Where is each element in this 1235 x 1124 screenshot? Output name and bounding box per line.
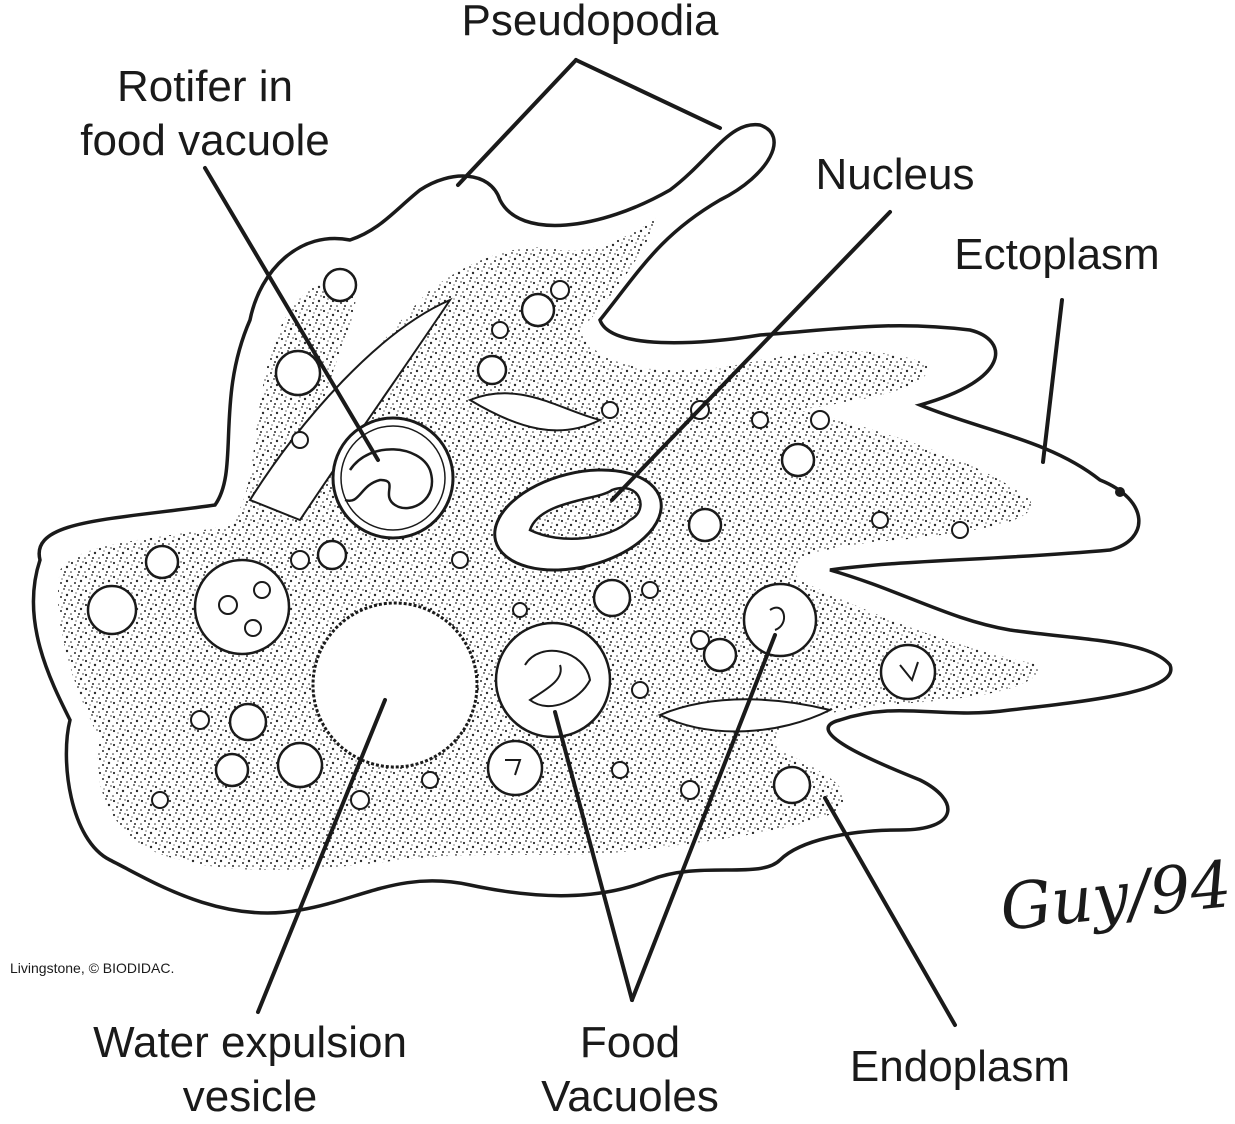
food-vacuole	[742, 582, 818, 658]
food-vacuole	[592, 578, 632, 618]
label-nucleus: Nucleus	[815, 150, 975, 199]
leader-endoplasm	[823, 796, 957, 1027]
leader-pseudopodia-2	[574, 58, 722, 130]
amoeba-diagram: Pseudopodia Rotifer in food vacuole Nucl…	[10, 0, 1235, 1121]
food-vacuole	[702, 637, 738, 673]
label-food-line1: Food	[579, 1018, 681, 1067]
food-vacuole	[772, 765, 812, 805]
ectoplasm-channel	[467, 392, 603, 432]
food-vacuole	[274, 349, 322, 397]
food-vacuole	[780, 442, 816, 478]
food-vacuole	[214, 752, 250, 788]
leader-water	[256, 698, 387, 1014]
leader-food-2	[630, 633, 777, 1002]
leader-food-1	[553, 710, 634, 1002]
leader-rotifer	[203, 166, 380, 462]
water-expulsion-vesicle	[311, 601, 479, 769]
label-rotifer-line2: food vacuole	[80, 116, 330, 165]
food-vacuole-contents	[218, 581, 919, 776]
label-food-line2: Vacuoles	[541, 1072, 719, 1121]
leader-lines	[203, 58, 1064, 1027]
label-rotifer-line1: Rotifer in	[116, 62, 294, 111]
leader-ectoplasm	[1041, 298, 1064, 464]
label-water-line2: vesicle	[182, 1072, 318, 1121]
food-vacuole	[879, 643, 937, 701]
food-vacuole	[494, 621, 612, 739]
label-ectoplasm: Ectoplasm	[954, 230, 1160, 279]
food-vacuole	[486, 739, 544, 797]
food-vacuole	[520, 292, 556, 328]
food-vacuole	[193, 558, 291, 656]
label-water-line1: Water expulsion	[93, 1018, 407, 1067]
food-vacuole	[86, 584, 138, 636]
leader-nucleus	[610, 210, 892, 502]
food-vacuole	[322, 267, 358, 303]
credit-text: Livingstone, © BIODIDAC.	[10, 960, 175, 976]
ectoplasm-granule	[1115, 487, 1125, 497]
rotifer-food-vacuole	[331, 416, 455, 540]
rotifer-organism	[344, 448, 434, 510]
label-pseudopodia: Pseudopodia	[461, 0, 719, 45]
rotifer-vacuole-inner	[340, 425, 446, 531]
food-vacuole	[276, 741, 324, 789]
cytoplasm-granules	[151, 280, 969, 810]
food-vacuole	[316, 539, 348, 571]
food-vacuole	[687, 507, 723, 543]
food-vacuole	[228, 702, 268, 742]
food-vacuole	[144, 544, 180, 580]
label-endoplasm: Endoplasm	[849, 1042, 1071, 1091]
amoeba-illustration	[31, 58, 1173, 1027]
leader-pseudopodia-1	[456, 58, 578, 187]
food-vacuoles	[86, 267, 937, 805]
food-vacuole	[476, 354, 508, 386]
